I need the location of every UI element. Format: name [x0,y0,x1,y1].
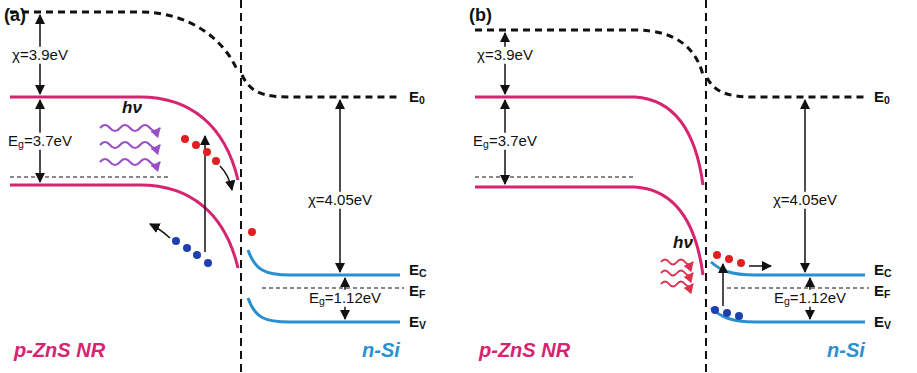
energy-value: Eg=1.12eV [307,290,383,307]
level-label: E0 [874,89,890,106]
zns-conduction-band [10,97,238,180]
photon-label: hν [122,99,142,118]
material-label: n-Si [362,339,400,361]
si-fermi-level [262,288,404,289]
level-label: EF [874,283,890,300]
drift-arrow [150,224,170,238]
energy-arrow [804,100,806,272]
photon-label: hν [673,234,693,253]
electrons [181,135,256,236]
energy-arrow [339,100,341,272]
panel-letter: (b) [469,6,492,26]
interface-line [705,0,707,373]
level-label: EV [874,314,891,331]
energy-value: χ=3.9eV [475,47,535,64]
energy-value: χ=4.05eV [771,192,839,209]
si-conduction-band [248,250,400,275]
si-conduction-band [711,262,865,275]
vacuum-level [242,75,400,97]
level-label: EC [409,262,427,279]
energy-value: Eg=3.7eV [471,133,539,150]
energy-value: χ=4.05eV [306,192,374,209]
photon-waves [661,260,693,287]
panel-letter: (a) [4,6,26,26]
zns-fermi-level [475,177,635,178]
energy-arrow [504,33,506,94]
si-valence-band [711,308,865,322]
level-label: EF [409,283,425,300]
excitation-arrow [722,264,724,306]
zns-fermi-level [10,177,170,178]
panel-b [475,0,869,373]
zns-valence-band [10,185,238,268]
level-label: EV [409,314,426,331]
interface-line [240,0,242,373]
electrons [713,251,745,267]
zns-conduction-band [475,97,703,185]
panel-a [10,0,404,373]
level-label: E0 [409,89,425,106]
holes [711,306,743,320]
drift-arrow [749,265,771,267]
vacuum-level [10,12,238,72]
material-label: p-ZnS NR [479,339,570,361]
energy-value: Eg=1.12eV [772,290,848,307]
si-fermi-level [727,288,869,289]
material-label: p-ZnS NR [14,339,105,361]
vacuum-level [475,30,703,75]
photon-waves [100,125,160,165]
holes [172,237,212,267]
vacuum-level [707,78,865,97]
energy-value: χ=3.9eV [10,47,70,64]
material-label: n-Si [827,339,865,361]
drift-arrow [220,166,232,190]
energy-value: Eg=3.7eV [6,133,74,150]
zns-valence-band [475,187,703,275]
level-label: EC [874,262,892,279]
